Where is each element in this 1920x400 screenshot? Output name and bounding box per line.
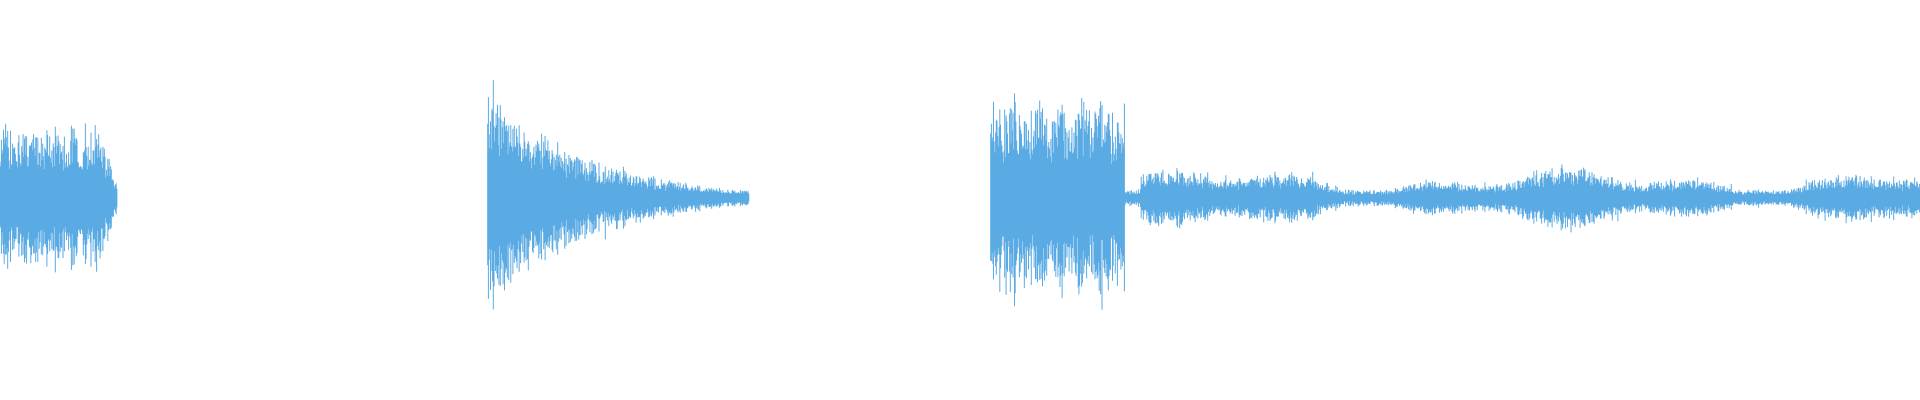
waveform-samples	[487, 80, 750, 310]
waveform-clip-3-burst	[990, 93, 1125, 310]
waveform-clip-3-tail	[1124, 164, 1920, 233]
waveform-samples	[1124, 164, 1920, 233]
waveform-clip-2	[487, 80, 750, 310]
waveform-samples	[990, 93, 1125, 310]
waveform-samples	[0, 123, 118, 273]
waveform-clip-1	[0, 123, 118, 273]
